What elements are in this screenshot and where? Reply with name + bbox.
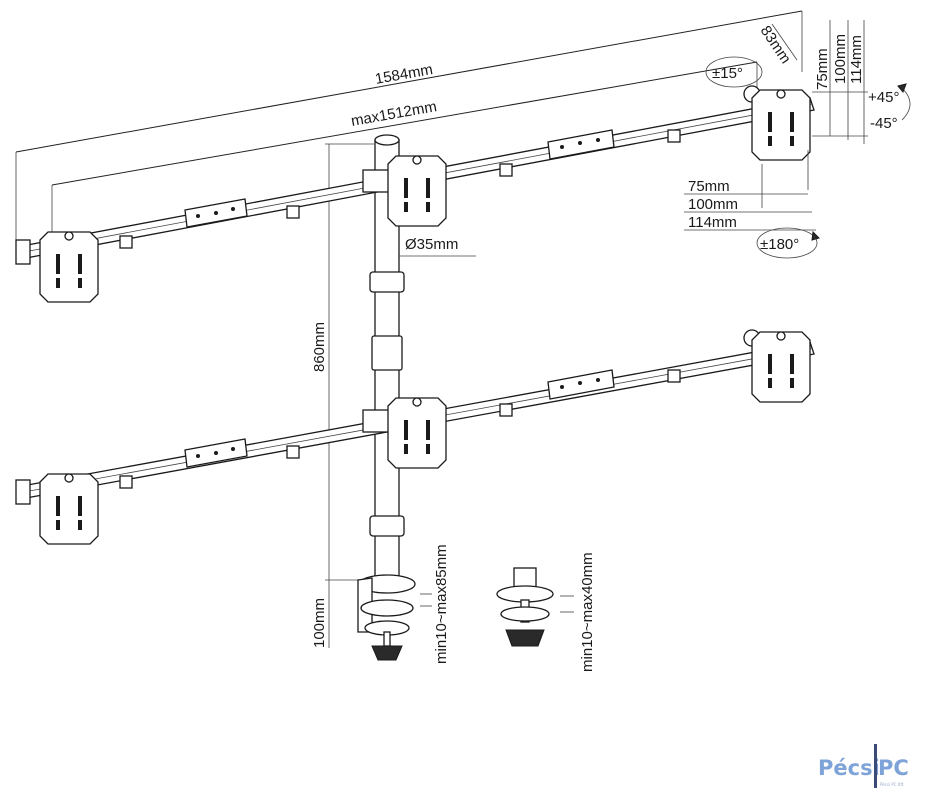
desk-clamp: min10~max85mm bbox=[357, 544, 450, 664]
plate-offset-label: 83mm bbox=[757, 23, 794, 67]
vesa-100-vertical-label: 100mm bbox=[832, 34, 849, 84]
vesa-75-horizontal-label: 75mm bbox=[688, 178, 730, 195]
rotate-label: ±180° bbox=[760, 236, 799, 253]
grommet-desk-range-label: min10~max40mm bbox=[579, 552, 596, 672]
tilt-up-label: +45° bbox=[868, 89, 899, 106]
vesa-plate-bottom-center bbox=[387, 397, 447, 469]
rotation-indicators: ±15° +45° -45° ±180° bbox=[705, 56, 911, 259]
vesa-plate-top-center bbox=[387, 155, 447, 227]
swivel-label: ±15° bbox=[712, 65, 743, 82]
logo-tagline: Pécsi PC Kft. bbox=[880, 782, 905, 787]
vesa-plate-top-right bbox=[743, 85, 811, 161]
tilt-down-label: -45° bbox=[870, 115, 898, 132]
clamp-height-label: 100mm bbox=[311, 598, 328, 648]
vesa-114-vertical-label: 114mm bbox=[848, 35, 865, 84]
clamp-desk-range-label: min10~max85mm bbox=[433, 544, 450, 664]
vesa-plate-bottom-right bbox=[743, 329, 811, 403]
total-width-label: 1584mm bbox=[374, 61, 434, 88]
vesa-plate-top-left bbox=[15, 231, 99, 303]
pole-height-label: 860mm bbox=[311, 322, 328, 372]
pole-dimension-lines: 860mm 100mm Ø35mm bbox=[311, 143, 476, 648]
logo-text-right: PC bbox=[878, 756, 909, 780]
vesa-plate-bottom-left bbox=[15, 473, 99, 545]
grommet-mount: min10~max40mm bbox=[496, 552, 596, 672]
pecsi-pc-logo: Pécsi PC Pécsi PC Kft. bbox=[818, 744, 909, 788]
logo-tower-icon bbox=[874, 744, 877, 788]
vesa-114-horizontal-label: 114mm bbox=[688, 214, 737, 231]
pole-diameter-label: Ø35mm bbox=[405, 236, 458, 253]
vesa-100-horizontal-label: 100mm bbox=[688, 196, 738, 213]
vesa-75-vertical-label: 75mm bbox=[814, 48, 831, 90]
pole bbox=[369, 134, 405, 589]
logo-text-left: Pécsi bbox=[818, 756, 880, 780]
